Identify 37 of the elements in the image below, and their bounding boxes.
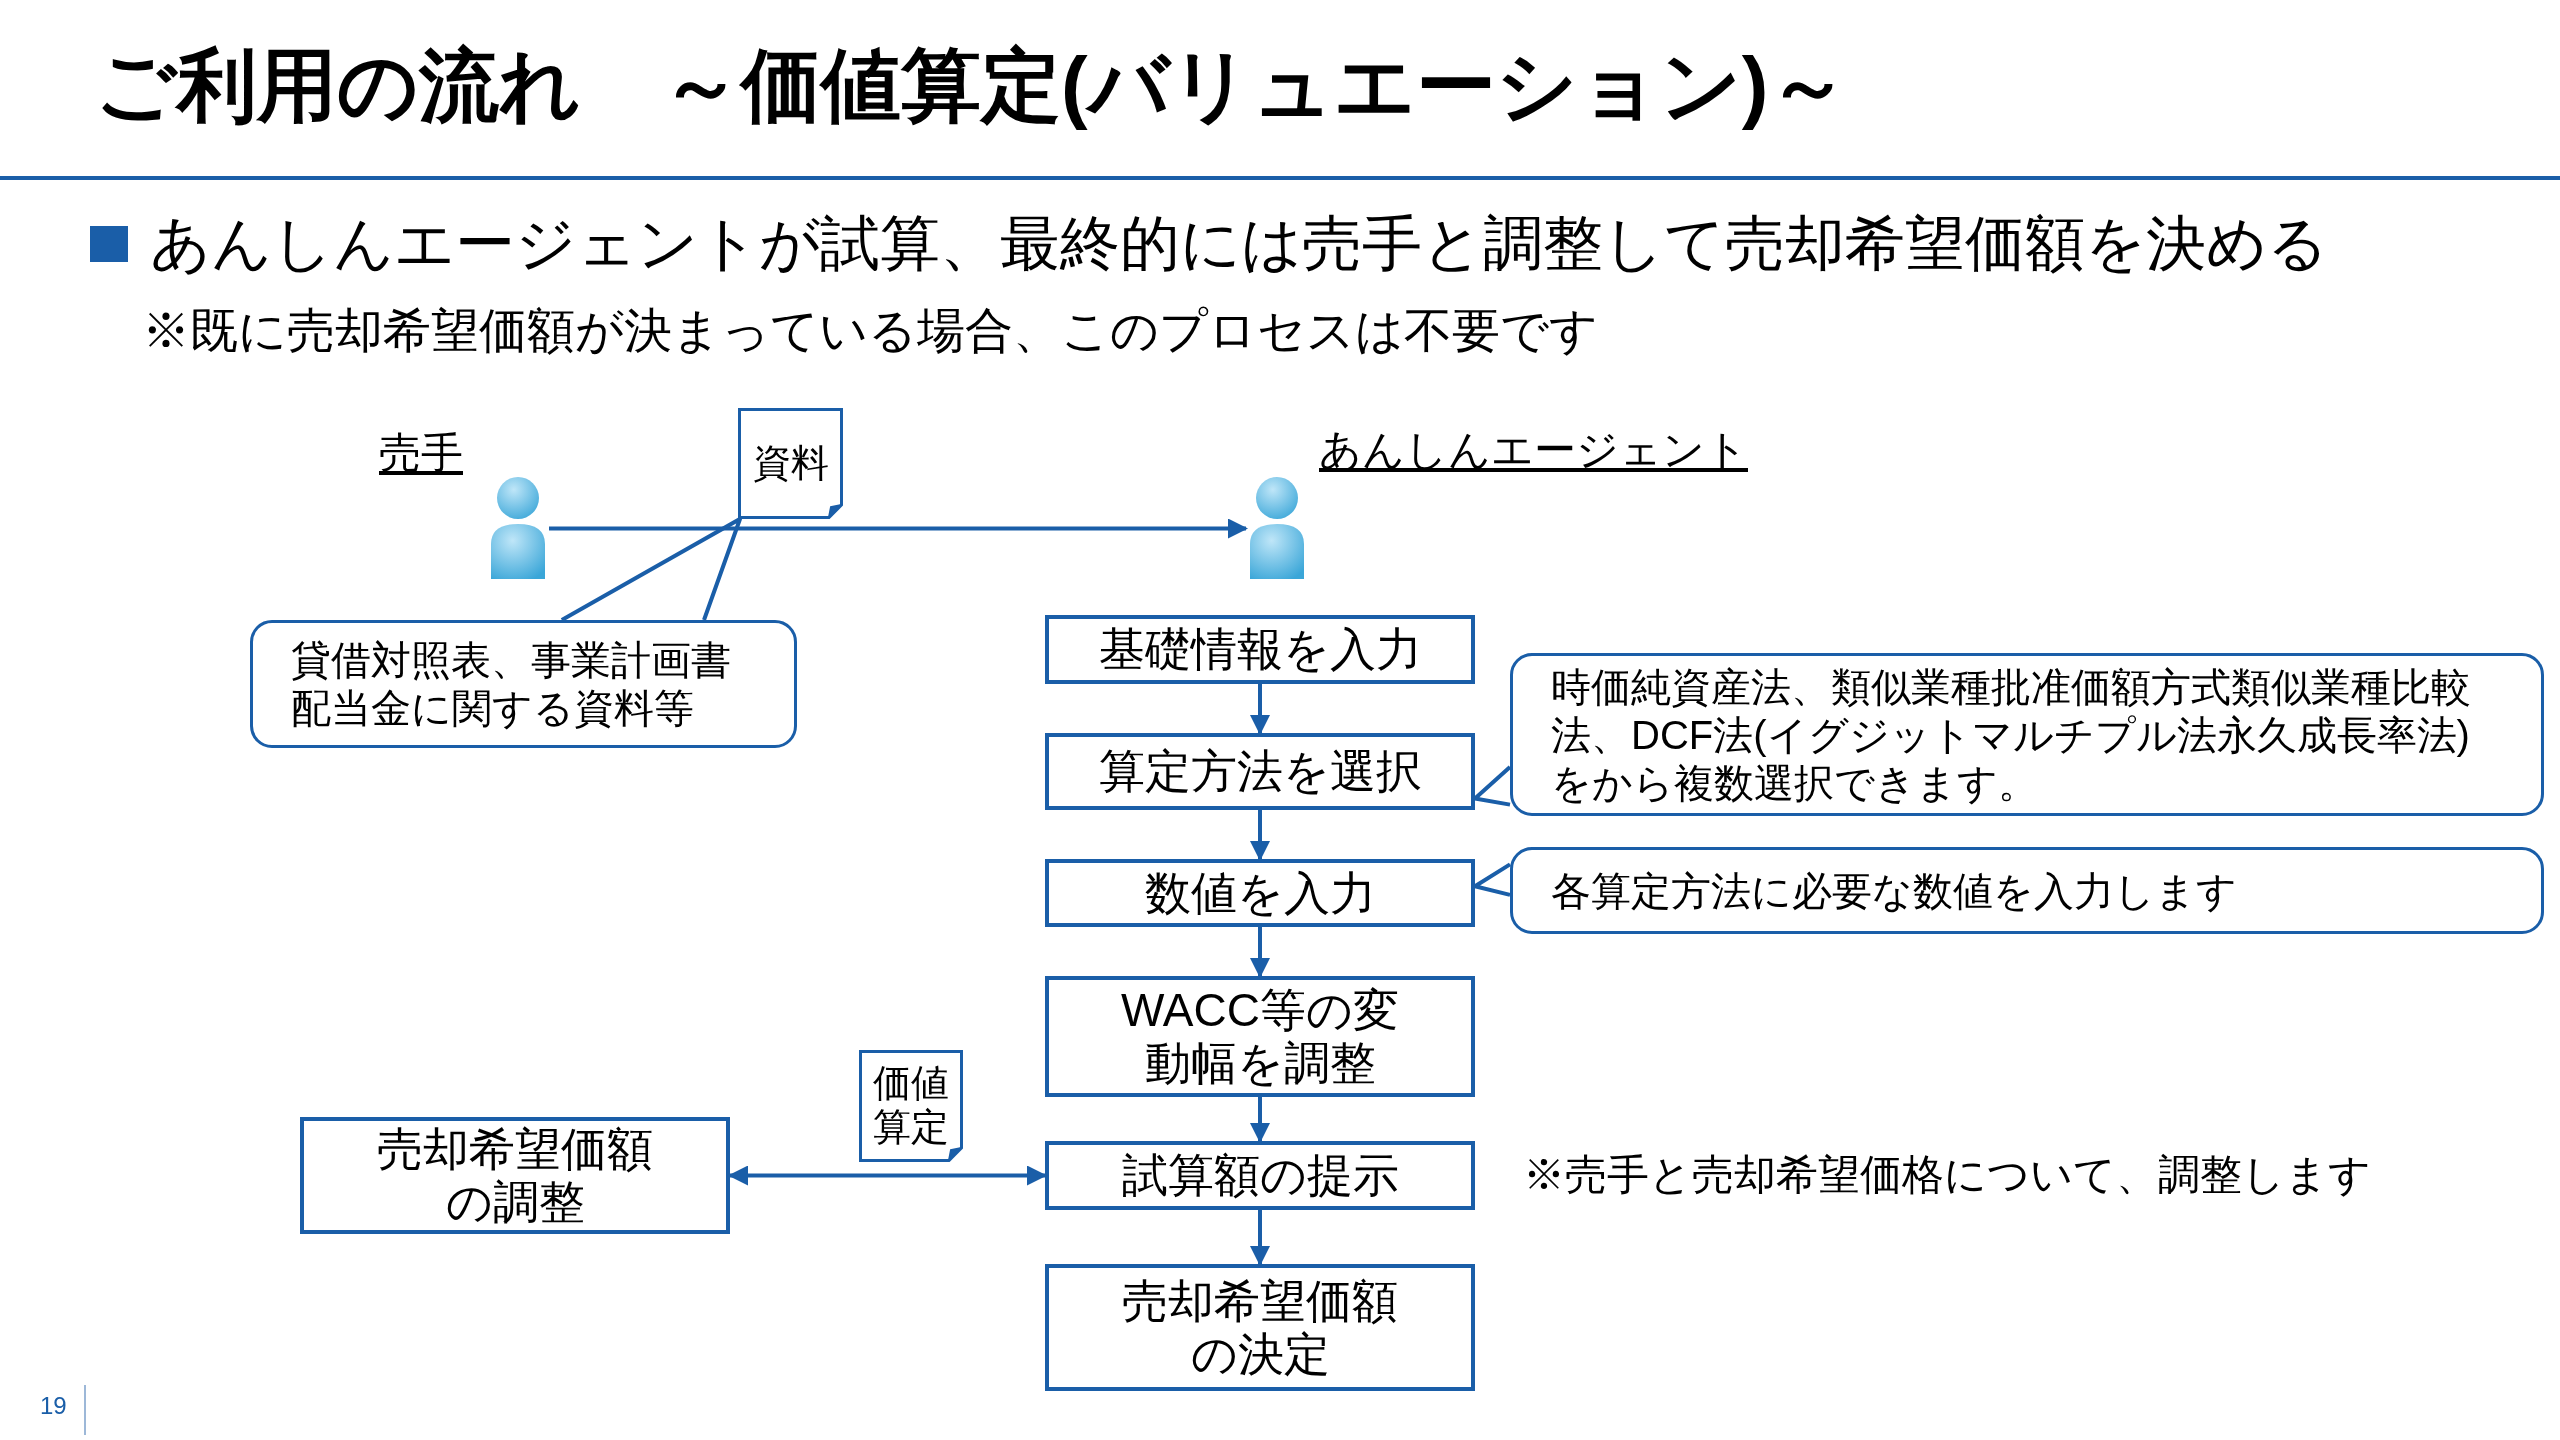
process-box — [1045, 615, 1475, 684]
process-label: 試算額の提示 — [1121, 1149, 1399, 1202]
document-label: 価値算定 — [872, 1062, 950, 1150]
role-label: あんしんエージェント — [1319, 425, 1748, 475]
arrow — [1250, 1210, 1270, 1266]
process-box — [1045, 859, 1475, 927]
slide-title: ご利用の流れ ～価値算定(バリュエーション)～ — [95, 40, 1849, 132]
document-label: 資料 — [751, 441, 830, 486]
note-text: ※売手と売却希望価格について、調整します — [1523, 1150, 2371, 1200]
process-box — [1045, 976, 1475, 1097]
process-label: 算定方法を選択 — [1098, 745, 1422, 798]
arrow — [1250, 810, 1270, 861]
document-note — [738, 408, 843, 519]
process-label: WACC等の変動幅を調整 — [1120, 983, 1400, 1090]
arrow — [1250, 927, 1270, 978]
process-label: 売却希望価額の調整 — [376, 1122, 654, 1229]
process-box — [1045, 1141, 1475, 1210]
process-label: 基礎情報を入力 — [1098, 623, 1422, 676]
process-label: 売却希望価額の決定 — [1121, 1274, 1399, 1381]
callout-text: 時価純資産法、類似業種批准価額方式類似業種比較法、DCF法(イグジットマルチプル法永久成長率法)をから複数選択できます。 — [1551, 663, 2472, 807]
callout-bubble — [1510, 653, 2544, 816]
process-box — [1045, 1264, 1475, 1391]
arrow — [1250, 684, 1270, 735]
document-note — [859, 1050, 963, 1162]
process-box — [1045, 733, 1475, 810]
bullet-text: あんしんエージェントが試算、最終的には売手と調整して売却希望価額を決める — [150, 209, 2328, 279]
process-label: 数値を入力 — [1144, 866, 1376, 920]
arrow — [1250, 1097, 1270, 1143]
callout-bubble — [250, 620, 797, 748]
arrow — [549, 518, 1248, 539]
process-box — [300, 1117, 730, 1234]
callout-text: 各算定方法に必要な数値を入力します — [1551, 867, 2238, 915]
callout-text: 貸借対照表、事業計画書配当金に関する資料等 — [291, 637, 732, 732]
page-number: 19 — [40, 1392, 67, 1421]
callout-bubble — [1510, 847, 2544, 934]
role-label: 売手 — [379, 428, 463, 478]
note-text: ※既に売却希望価額が決まっている場合、このプロセスは不要です — [142, 303, 1598, 359]
